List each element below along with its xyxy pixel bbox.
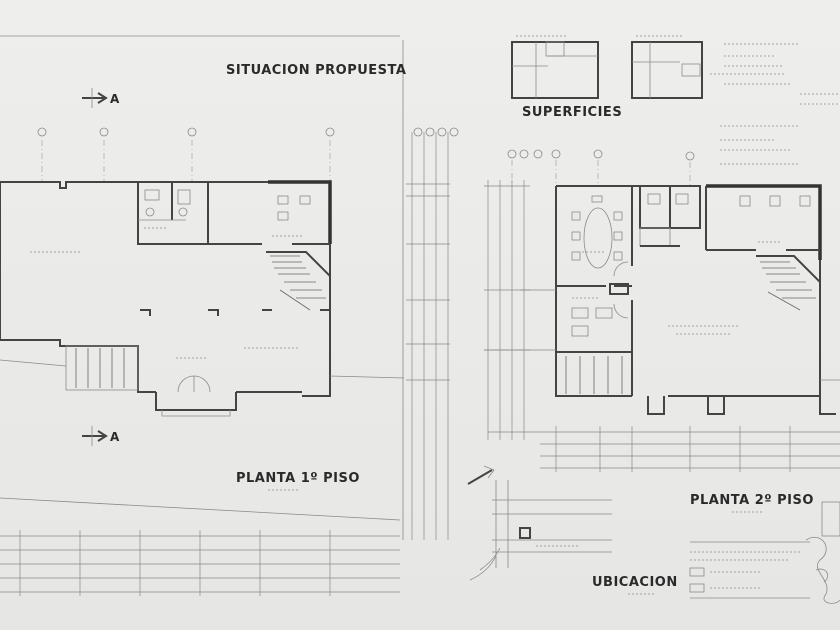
grid-axes-second-floor bbox=[507, 149, 695, 186]
area-notes bbox=[710, 43, 840, 165]
legend-box bbox=[689, 541, 810, 599]
bottom-dimension-lines bbox=[0, 497, 401, 596]
superficies-title: SUPERFICIES bbox=[522, 105, 622, 120]
grid-axes-first-floor bbox=[37, 127, 335, 182]
signature-scribble bbox=[805, 501, 840, 604]
section-mark-top: A bbox=[82, 88, 120, 108]
situacion-propuesta-title: SITUACION PROPUESTA bbox=[226, 63, 406, 78]
section-label-bottom: A bbox=[110, 430, 120, 444]
planta-1-title: PLANTA 1º PISO bbox=[236, 471, 360, 486]
section-mark-bottom: A bbox=[82, 426, 120, 446]
ubicacion-title: UBICACION bbox=[592, 575, 678, 590]
superficies-mini-plans bbox=[511, 35, 703, 99]
second-floor-plan bbox=[484, 184, 840, 415]
first-floor-plan bbox=[0, 180, 405, 417]
second-floor-bottom-dims bbox=[488, 426, 840, 472]
planta-2-title: PLANTA 2º PISO bbox=[690, 493, 814, 508]
section-label-top: A bbox=[110, 92, 120, 106]
vertical-dimension-strip bbox=[406, 127, 459, 540]
location-map bbox=[467, 465, 612, 581]
second-floor-left-dims bbox=[484, 180, 530, 440]
